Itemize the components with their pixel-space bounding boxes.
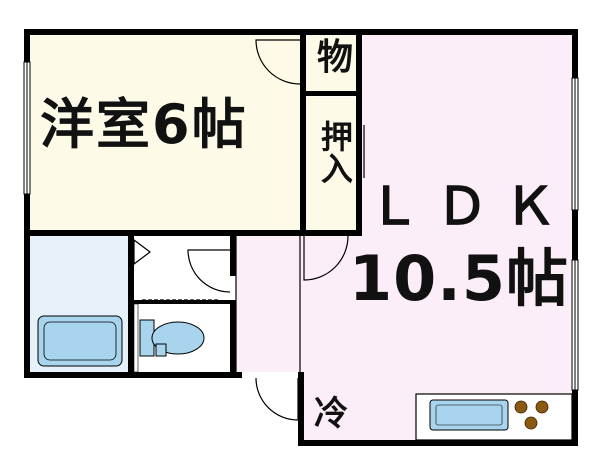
stove-burners [514, 400, 549, 430]
storage-floor [306, 35, 362, 93]
ldk-size-label: 10.5帖 [349, 242, 569, 315]
washbasin-line [133, 303, 139, 373]
bathtub-inner [43, 321, 117, 361]
hall-floor [236, 236, 300, 372]
windows [23, 61, 579, 391]
western-room-label: 洋室6帖 [40, 93, 248, 156]
closet-label: 押入 [315, 120, 354, 184]
fridge-label: 冷 [314, 394, 348, 434]
doors [133, 39, 365, 421]
ldk-floor [362, 35, 572, 440]
ldk-lower-floor [300, 236, 372, 440]
western-room-floor [30, 35, 306, 232]
ldk-label: ＬＤＫ [368, 177, 573, 237]
interior-walls [24, 29, 362, 376]
closet-floor [306, 97, 362, 232]
entrance-floor [236, 372, 300, 440]
kitchen-sink-inner [435, 404, 503, 426]
storage-label: 物 [317, 37, 354, 78]
toilet-paper [155, 343, 167, 357]
